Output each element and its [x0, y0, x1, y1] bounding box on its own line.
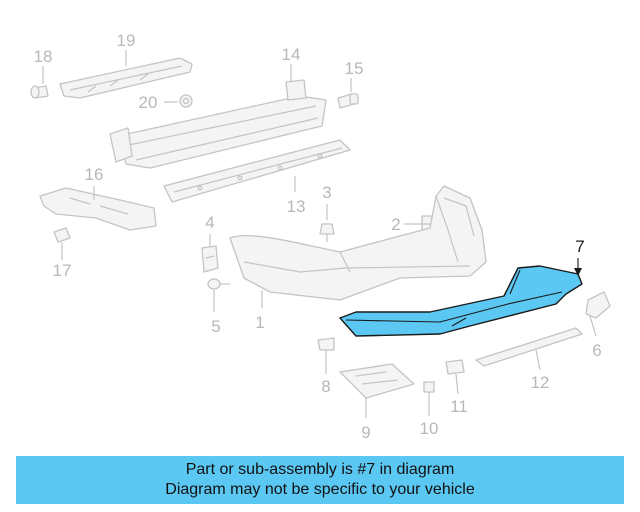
part-18-cap	[30, 85, 49, 99]
caption-line-1: Part or sub-assembly is #7 in diagram	[185, 461, 455, 478]
callout-13: 13	[287, 197, 306, 216]
caption-banner: Part or sub-assembly is #7 in diagram Di…	[16, 456, 624, 504]
callout-8: 8	[321, 377, 330, 396]
part-9-undercover	[339, 363, 415, 399]
callout-14: 14	[282, 45, 301, 64]
part-8-clip	[317, 337, 335, 351]
callout-3: 3	[322, 183, 331, 202]
callout-12: 12	[531, 373, 550, 392]
part-7-highlight	[339, 265, 583, 337]
part-16-bracket	[39, 187, 157, 231]
callout-5: 5	[211, 317, 220, 336]
callout-10: 10	[420, 419, 439, 438]
callout-11: 11	[450, 397, 468, 416]
callout-2: 2	[391, 215, 400, 234]
callout-15: 15	[345, 59, 364, 78]
callout-19: 19	[117, 31, 136, 50]
part-14-reinforcement	[109, 79, 327, 169]
callout-6: 6	[592, 341, 601, 360]
part-13-absorber	[163, 139, 351, 203]
part-15-bolt	[337, 93, 359, 109]
part-12-molding	[475, 327, 583, 371]
part-17-clip	[53, 227, 71, 250]
part-5-screw	[207, 278, 230, 290]
part-4-bracket	[201, 245, 219, 273]
callout-17: 17	[53, 261, 72, 280]
part-1-bumper-cover	[229, 185, 487, 301]
part-19-bracket	[59, 57, 193, 99]
callout-18: 18	[34, 47, 53, 66]
callout-4: 4	[205, 213, 214, 232]
part-20-nut	[179, 94, 193, 108]
parts-diagram: 1 2 3 4 5 6 7 8 9 10 11 12 13 14 15 16 1…	[30, 31, 611, 442]
callout-1: 1	[255, 313, 264, 332]
part-6-bracket	[585, 291, 611, 319]
caption-line-2: Diagram may not be specific to your vehi…	[165, 481, 475, 498]
part-11-retainer	[445, 359, 465, 375]
part-10-clip	[423, 381, 435, 404]
part-3-clip	[319, 223, 335, 242]
callout-7: 7	[575, 237, 584, 256]
callout-9: 9	[361, 423, 370, 442]
callout-20: 20	[139, 93, 158, 112]
part-7-valance	[339, 265, 583, 337]
callout-16: 16	[85, 165, 104, 184]
